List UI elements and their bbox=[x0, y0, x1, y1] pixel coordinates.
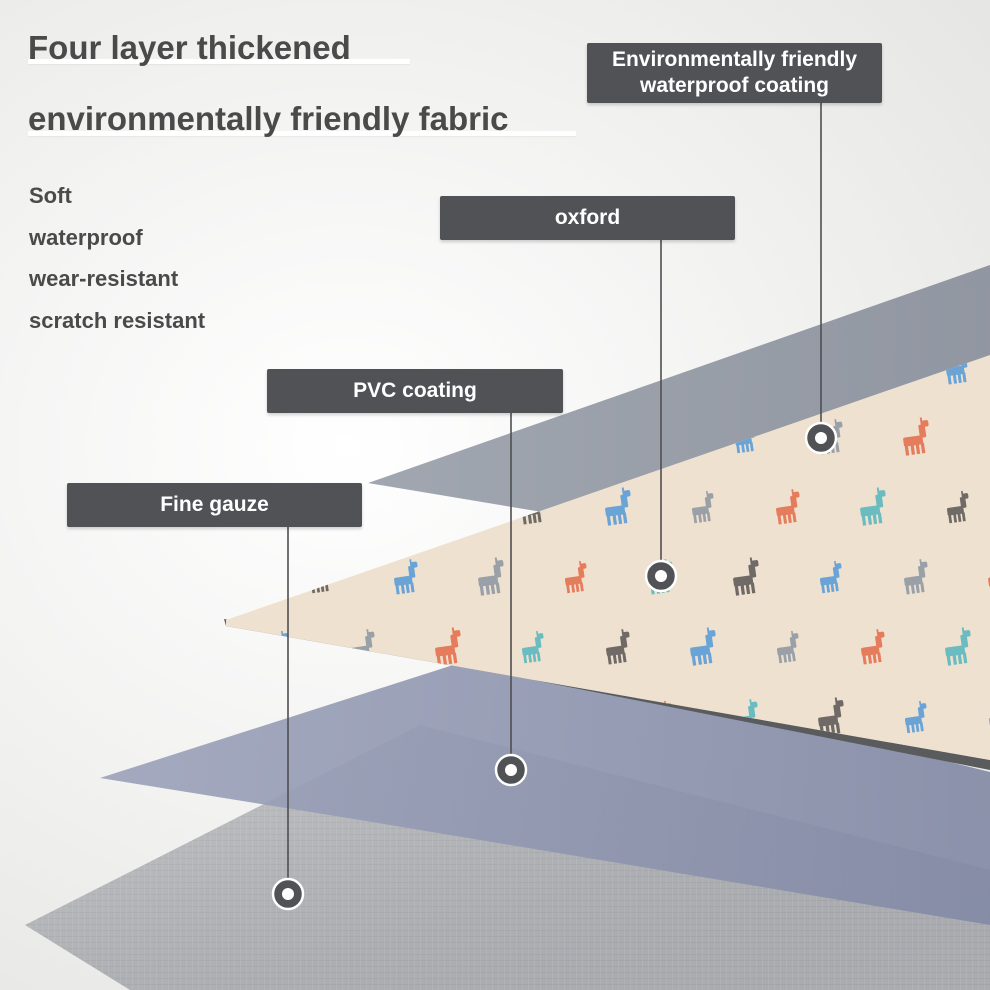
animal-print-motif bbox=[903, 417, 929, 456]
animal-print-motif bbox=[394, 559, 418, 595]
animal-print-motif bbox=[137, 558, 167, 594]
pvc-marker-dot bbox=[494, 753, 528, 787]
oxford-layer bbox=[226, 355, 990, 760]
animal-print-motif bbox=[226, 557, 249, 596]
feature-list: Soft waterproof wear-resistant scratch r… bbox=[29, 182, 205, 348]
oxford-callout-label: oxford bbox=[554, 206, 621, 229]
animal-print-motif bbox=[690, 627, 716, 666]
animal-print-motif bbox=[477, 278, 507, 314]
feature-item: Soft bbox=[29, 183, 72, 208]
animal-print-motif bbox=[945, 627, 971, 666]
animal-print-motif bbox=[606, 355, 629, 384]
animal-print-motif bbox=[860, 487, 886, 526]
heading-underline-1 bbox=[28, 59, 410, 64]
coating-callout-line-1: Environmentally friendly bbox=[611, 48, 858, 71]
oxford-callout: oxford bbox=[440, 196, 735, 240]
animal-print-motif bbox=[179, 348, 209, 384]
animal-print-motif bbox=[521, 630, 544, 664]
animal-print-motif bbox=[776, 630, 799, 664]
animal-print-motif bbox=[819, 560, 842, 594]
animal-print-motif bbox=[393, 280, 420, 313]
fine-gauze-shade bbox=[25, 725, 990, 990]
animal-print-motif bbox=[732, 278, 762, 314]
animal-print-motif bbox=[138, 700, 165, 733]
pvc-callout: PVC coating bbox=[267, 369, 563, 413]
animal-print-motif bbox=[435, 627, 461, 666]
gauze-callout: Fine gauze bbox=[67, 483, 362, 527]
animal-print-motif bbox=[226, 699, 248, 735]
animal-print-motif bbox=[309, 419, 333, 455]
animal-print-motif bbox=[605, 487, 631, 526]
animal-print-motif bbox=[606, 629, 630, 665]
animal-print-motif bbox=[904, 700, 927, 734]
animal-print-motif bbox=[776, 489, 800, 525]
animal-print-motif bbox=[135, 417, 167, 456]
animal-print-motif bbox=[564, 560, 587, 594]
animal-print-motif bbox=[478, 557, 504, 596]
coating-marker-dot bbox=[804, 421, 838, 455]
feature-item: scratch resistant bbox=[29, 307, 206, 333]
pvc-callout-label: PVC coating bbox=[353, 379, 477, 402]
oxford-marker-dot bbox=[644, 559, 678, 593]
gauze-marker-dot bbox=[271, 877, 305, 911]
animal-print-motif bbox=[222, 278, 252, 314]
animal-print-motif bbox=[305, 277, 337, 316]
animal-print-motif bbox=[177, 627, 209, 666]
animal-print-motif bbox=[226, 420, 247, 454]
animal-print-motif bbox=[393, 417, 419, 456]
feature-item: waterproof bbox=[29, 224, 143, 250]
gauze-callout-label: Fine gauze bbox=[160, 493, 269, 516]
coating-callout-line-2: waterproof coating bbox=[639, 74, 829, 97]
heading-underline-2 bbox=[28, 131, 576, 136]
feature-item: wear-resistant bbox=[29, 266, 179, 291]
heading-line-1: Four layer thickened bbox=[28, 29, 351, 66]
animal-print-motif bbox=[733, 557, 759, 596]
heading-line-2: environmentally friendly fabric bbox=[28, 100, 509, 137]
coating-callout: Environmentally friendly waterproof coat… bbox=[587, 43, 882, 103]
animal-print-motif bbox=[861, 629, 885, 665]
animal-print-motif bbox=[560, 277, 592, 316]
animal-print-motif bbox=[691, 490, 714, 524]
animal-print-motif bbox=[946, 490, 969, 524]
animal-print-motif bbox=[904, 559, 928, 595]
